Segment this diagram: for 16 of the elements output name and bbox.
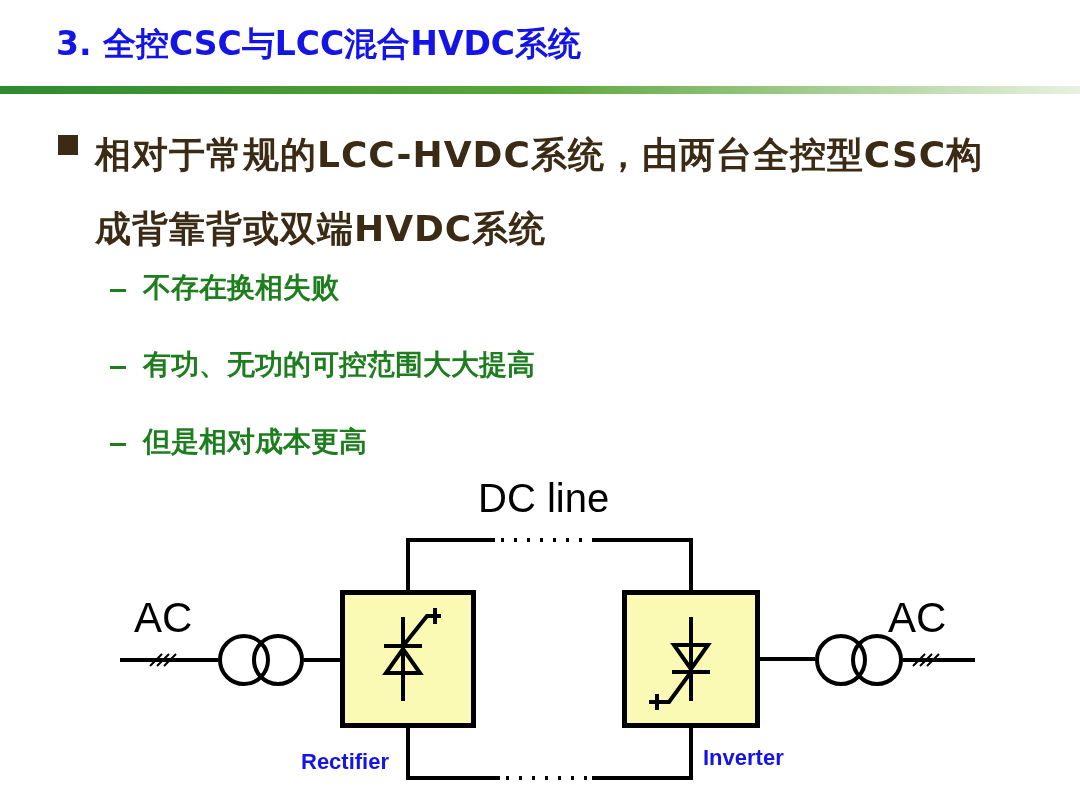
edge-label: AC xyxy=(134,597,193,639)
connector-line xyxy=(903,658,975,662)
connector-line xyxy=(760,657,815,661)
connector-line xyxy=(406,728,693,780)
slide-title: 3. 全控CSC与LCC混合HVDC系统 xyxy=(56,23,582,65)
connector-line xyxy=(304,658,340,662)
connector-line xyxy=(120,658,218,662)
converter-label: Inverter xyxy=(703,745,784,771)
connector-line xyxy=(406,538,693,590)
edge-label: AC xyxy=(888,597,947,639)
edge-label: DC line xyxy=(478,478,610,518)
bullet-text: 有功、无功的可控范围大大提高 xyxy=(143,347,536,383)
converter-label: Rectifier xyxy=(301,749,390,775)
bullet-text: 但是相对成本更高 xyxy=(143,424,368,460)
bullet-text: 相对于常规的LCC-HVDC系统，由两台全控型CSC构成背靠背或双端HVDC系统 xyxy=(95,133,985,251)
bullet-text: 不存在换相失败 xyxy=(143,270,340,306)
